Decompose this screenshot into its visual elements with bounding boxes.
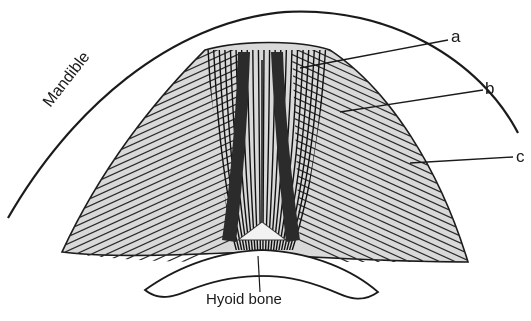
hyoid-label: Hyoid bone: [206, 291, 282, 308]
label-b: b: [485, 79, 494, 99]
label-c: c: [516, 147, 525, 167]
label-a: a: [451, 27, 460, 47]
